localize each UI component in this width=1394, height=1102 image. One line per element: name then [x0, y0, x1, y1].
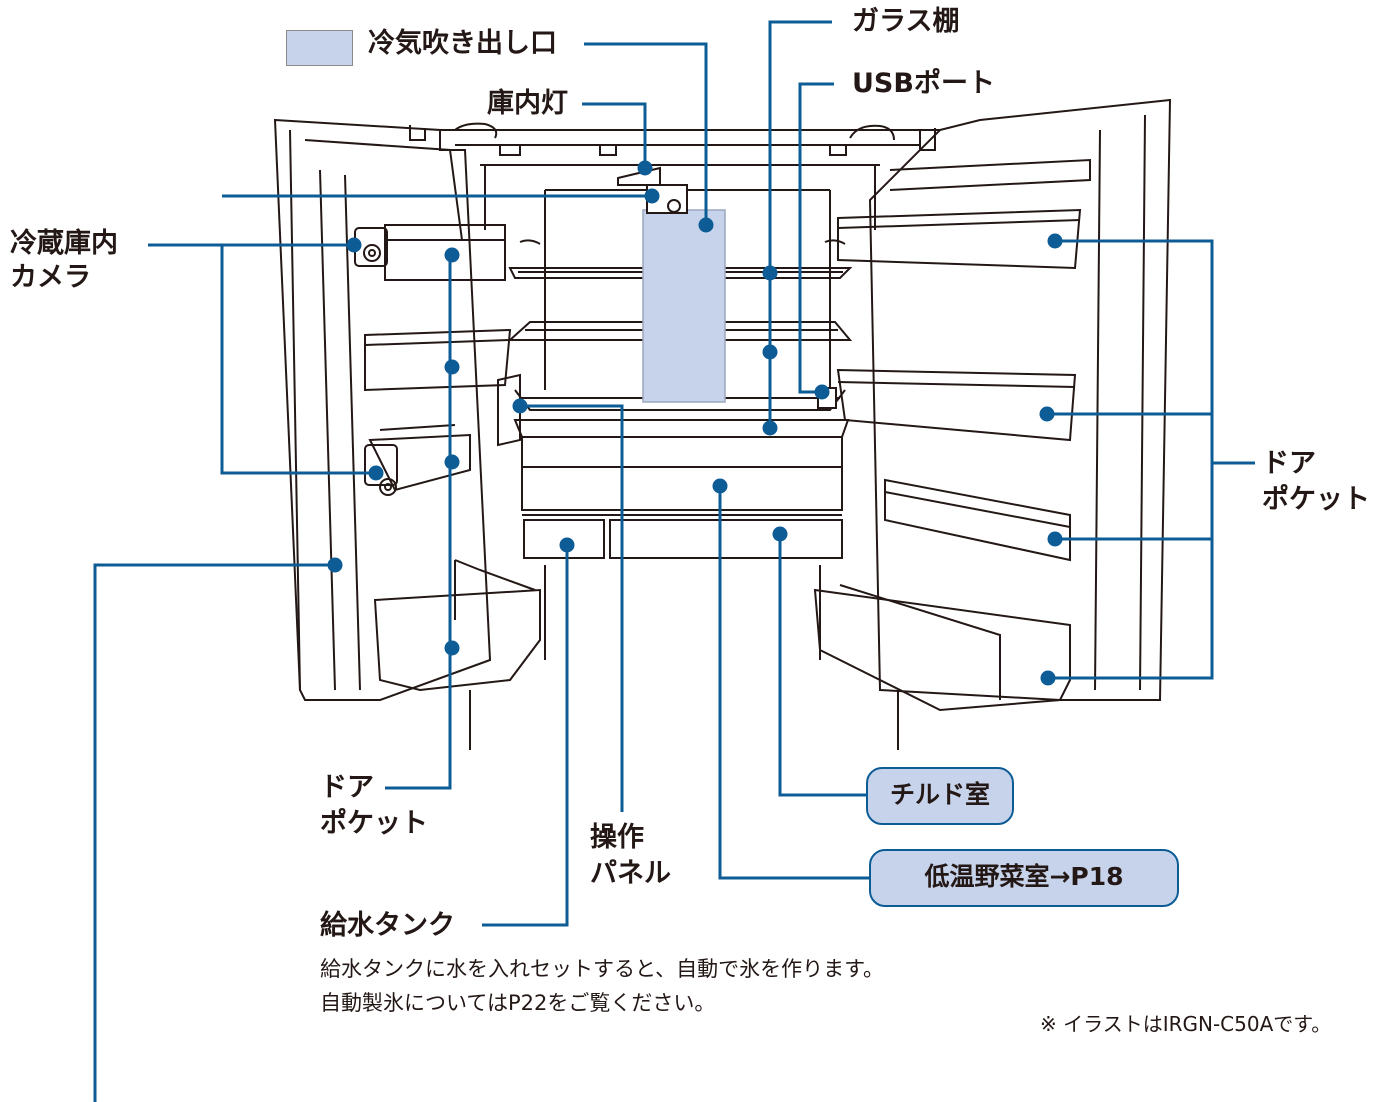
cold-air-outlet-highlight	[642, 209, 726, 403]
illustration-note: ※ イラストはIRGN-C50Aです。	[1040, 1012, 1332, 1036]
label-door-pocket-left-line2: ポケット	[320, 808, 428, 839]
label-door-pocket-left-line1: ドア	[320, 772, 374, 803]
label-camera-line1: 冷蔵庫内	[10, 228, 118, 259]
label-door-pocket-right-line2: ポケット	[1262, 484, 1370, 515]
legend-swatch	[286, 30, 353, 66]
leader-lines	[93, 20, 1255, 1102]
vegetable-room-pill: 低温野菜室→P18	[869, 849, 1179, 907]
chilled-room-pill: チルド室	[866, 767, 1014, 825]
label-glass-shelf: ガラス棚	[852, 6, 960, 37]
leader-dots	[327, 160, 1063, 686]
label-control-panel-line1: 操作	[590, 822, 644, 853]
label-water-tank: 給水タンク	[320, 910, 455, 941]
label-interior-light: 庫内灯	[487, 88, 568, 119]
label-door-pocket-right-line1: ドア	[1262, 448, 1316, 479]
label-control-panel-line2: パネル	[590, 858, 671, 889]
legend-label: 冷気吹き出し口	[368, 28, 557, 59]
water-tank-desc-line2: 自動製氷についてはP22をご覧ください。	[320, 991, 716, 1015]
label-usb-port: USBポート	[852, 68, 995, 99]
label-camera-line2: カメラ	[10, 262, 91, 293]
water-tank-desc-line1: 給水タンクに水を入れセットすると、自動で氷を作ります。	[320, 957, 885, 981]
